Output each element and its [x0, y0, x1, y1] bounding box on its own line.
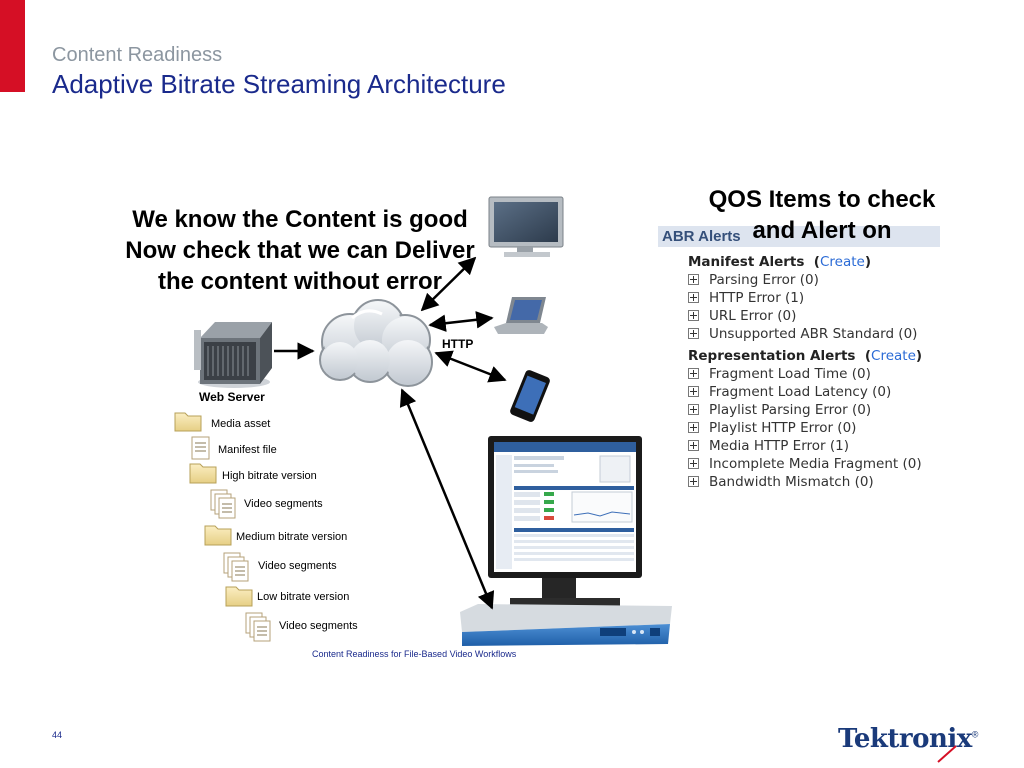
folder-icon	[204, 525, 232, 546]
expand-icon[interactable]	[688, 457, 699, 469]
delivery-callout: We know the Content is good Now check th…	[100, 204, 500, 297]
stacked-documents-icon	[245, 612, 271, 642]
abr-alerts-header-bar	[658, 226, 940, 247]
alert-item-label: Parsing Error (0)	[709, 272, 819, 288]
page-number: 44	[52, 730, 63, 740]
alert-item[interactable]: URL Error (0)	[688, 308, 796, 324]
expand-icon[interactable]	[688, 327, 699, 339]
sentry-abr-device-icon	[460, 604, 672, 646]
http-label: HTTP	[442, 337, 474, 351]
expand-icon[interactable]	[688, 273, 699, 285]
file-tree-item: Medium bitrate version	[236, 531, 348, 543]
expand-icon[interactable]	[688, 291, 699, 303]
alert-item-label: Unsupported ABR Standard (0)	[709, 326, 918, 342]
callout-line: the content without error	[158, 268, 442, 295]
alert-item[interactable]: HTTP Error (1)	[688, 290, 804, 306]
representation-create-link[interactable]: Create	[871, 348, 916, 364]
expand-icon[interactable]	[688, 403, 699, 415]
file-tree-item: Video segments	[258, 560, 337, 572]
registered-mark: ®	[971, 729, 979, 740]
cloud-to-phone-arrow	[434, 350, 507, 383]
accent-bar	[0, 0, 25, 92]
alert-item-label: Incomplete Media Fragment (0)	[709, 456, 922, 472]
alert-item[interactable]: Unsupported ABR Standard (0)	[688, 326, 917, 342]
file-tree-item: High bitrate version	[222, 470, 317, 482]
manifest-alerts-heading: Manifest Alerts (Create)	[688, 254, 871, 270]
section-title: Content Readiness	[52, 44, 223, 66]
file-tree-item: Media asset	[211, 418, 271, 430]
folder-icon	[225, 586, 253, 607]
logo-swoosh-icon	[937, 745, 957, 763]
slide-title: Adaptive Bitrate Streaming Architecture	[52, 69, 506, 99]
alert-item-label: Fragment Load Latency (0)	[709, 384, 892, 400]
qos-line: and Alert on	[752, 217, 892, 244]
web-server-icon	[194, 322, 272, 388]
internet-cloud-icon	[319, 299, 433, 387]
file-tree-icons	[174, 412, 271, 642]
file-tree-item: Low bitrate version	[257, 591, 350, 603]
folder-icon	[189, 463, 217, 484]
expand-icon[interactable]	[688, 439, 699, 451]
laptop-icon	[494, 297, 548, 334]
alert-item[interactable]: Bandwidth Mismatch (0)	[688, 474, 874, 490]
representation-alerts-heading: Representation Alerts (Create)	[688, 348, 923, 364]
stacked-documents-icon	[210, 489, 236, 519]
cloud-to-tv-arrow	[420, 256, 477, 312]
document-icon	[191, 436, 210, 460]
sentry-monitor-icon	[488, 436, 642, 606]
smartphone-icon	[510, 370, 550, 422]
cloud-to-sentry-arrow	[399, 388, 495, 610]
expand-icon[interactable]	[688, 309, 699, 321]
alert-item-label: URL Error (0)	[709, 308, 797, 324]
qos-line: QOS Items to check	[708, 186, 936, 213]
alert-item[interactable]: Media HTTP Error (1)	[688, 438, 849, 454]
alert-item[interactable]: Parsing Error (0)	[688, 272, 819, 288]
file-tree-item: Video segments	[244, 498, 323, 510]
manifest-alerts-title: Manifest Alerts	[688, 254, 805, 270]
alert-item-label: Playlist HTTP Error (0)	[709, 420, 857, 436]
alert-item[interactable]: Playlist Parsing Error (0)	[688, 402, 871, 418]
expand-icon[interactable]	[688, 385, 699, 397]
alert-item[interactable]: Fragment Load Time (0)	[688, 366, 871, 382]
alert-item[interactable]: Incomplete Media Fragment (0)	[688, 456, 922, 472]
alert-item[interactable]: Playlist HTTP Error (0)	[688, 420, 856, 436]
file-tree-item: Video segments	[279, 620, 358, 632]
alert-item-label: HTTP Error (1)	[709, 290, 805, 306]
manifest-create-link[interactable]: Create	[819, 254, 865, 270]
web-server-label: Web Server	[199, 390, 265, 404]
qos-heading: QOS Items to check and Alert on	[690, 184, 954, 246]
callout-line: Now check that we can Deliver	[125, 237, 475, 264]
alert-item-label: Media HTTP Error (1)	[709, 438, 849, 454]
file-tree-item: Manifest file	[218, 444, 277, 456]
alert-item[interactable]: Fragment Load Latency (0)	[688, 384, 891, 400]
connector-lines	[274, 256, 507, 610]
slide-footer: Content Readiness for File-Based Video W…	[312, 649, 517, 659]
alert-item-label: Fragment Load Time (0)	[709, 366, 871, 382]
stacked-documents-icon	[223, 552, 249, 582]
alert-item-label: Playlist Parsing Error (0)	[709, 402, 872, 418]
cloud-to-laptop-arrow	[428, 311, 494, 332]
abr-alerts-header: ABR Alerts	[662, 228, 741, 245]
alert-item-label: Bandwidth Mismatch (0)	[709, 474, 874, 490]
tv-monitor-icon	[488, 196, 564, 257]
expand-icon[interactable]	[688, 367, 699, 379]
expand-icon[interactable]	[688, 475, 699, 487]
callout-line: We know the Content is good	[132, 206, 468, 233]
logo-text: Tektronix	[838, 724, 972, 754]
representation-alerts-title: Representation Alerts	[688, 348, 856, 364]
expand-icon[interactable]	[688, 421, 699, 433]
tektronix-logo: Tektronix®	[838, 724, 978, 754]
folder-icon	[174, 412, 202, 432]
